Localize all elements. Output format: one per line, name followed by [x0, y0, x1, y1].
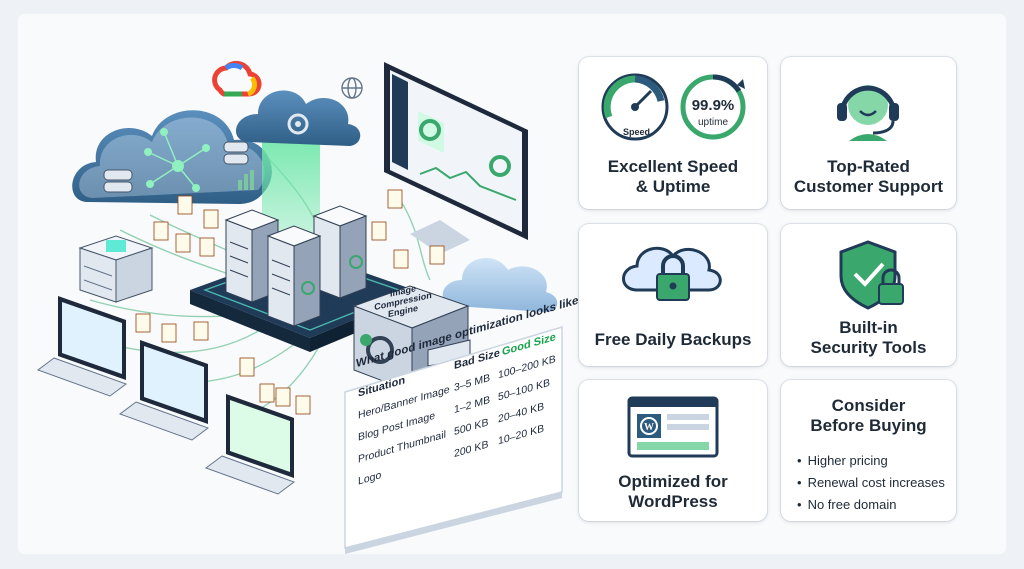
consider-item: No free domain [797, 494, 945, 516]
backups-card-title: Free Daily Backups [579, 330, 767, 350]
isometric-scene [36, 60, 563, 554]
dashboard-monitor [384, 62, 528, 254]
security-title-line2: Security Tools [810, 338, 927, 357]
row4-situation: Logo [358, 469, 382, 488]
file-icons [135, 189, 445, 415]
support-title-line1: Top-Rated [827, 157, 910, 176]
wordpress-browser-icon: W [627, 396, 719, 458]
svg-text:W: W [644, 422, 654, 433]
security-title-line1: Built-in [839, 318, 898, 337]
client-laptops [36, 296, 296, 495]
card-daily-backups: Free Daily Backups [579, 224, 767, 366]
wordpress-card-title: Optimized for WordPress [579, 472, 767, 512]
speed-card-title: Excellent Speed & Uptime [579, 157, 767, 197]
speed-gauge-label: Speed [623, 127, 651, 137]
cloud-lock-icon [622, 246, 722, 301]
card-customer-support: Top-Rated Customer Support [781, 57, 956, 209]
storage-server [78, 235, 154, 303]
security-card-title: Built-in Security Tools [781, 318, 956, 358]
hosting-illustration: Image Compression Engine What good image… [36, 60, 582, 554]
uptime-value: 99.9% [691, 97, 735, 114]
uptime-label: uptime [697, 117, 728, 128]
speed-title-line2: & Uptime [635, 177, 711, 196]
wordpress-title-line2: WordPress [628, 492, 718, 511]
consider-item: Renewal cost increases [797, 472, 945, 494]
consider-title-line1: Consider [831, 396, 906, 415]
row3-good: 20–40 KB [498, 400, 545, 426]
row1-bad: 3–5 MB [454, 371, 491, 395]
row2-good: 50–100 KB [498, 376, 550, 404]
row4-bad: 200 KB [454, 438, 489, 461]
cloud-provider-logo [212, 60, 262, 97]
row2-bad: 1–2 MB [454, 393, 491, 417]
speed-title-line1: Excellent Speed [607, 157, 739, 176]
consider-card-title: Consider Before Buying [781, 396, 956, 436]
row4-good: 10–20 KB [498, 422, 545, 448]
speed-graphics [601, 73, 746, 141]
server-racks [224, 205, 368, 327]
row3-bad: 500 KB [454, 416, 489, 439]
support-title-line2: Customer Support [793, 177, 944, 196]
consider-title-line2: Before Buying [810, 416, 927, 435]
headset-agent-icon [837, 85, 899, 141]
consider-item: Higher pricing [797, 450, 945, 472]
backups-title-line1: Free Daily Backups [594, 330, 752, 349]
uptime-circle-icon [680, 74, 746, 140]
consider-list: Higher pricing Renewal cost increases No… [797, 450, 945, 516]
header-bad-size: Bad Size [454, 347, 500, 373]
card-security-tools: Built-in Security Tools [781, 224, 956, 366]
card-speed-uptime: Speed 99.9% uptime Excellent Speed & Upt… [579, 57, 767, 209]
network-cloud [72, 110, 272, 204]
wordpress-title-line1: Optimized for [618, 472, 728, 491]
support-card-title: Top-Rated Customer Support [781, 157, 956, 197]
card-wordpress: W Optimized for WordPress [579, 380, 767, 521]
card-consider-before-buying: Consider Before Buying Higher pricing Re… [781, 380, 956, 521]
compression-engine-box [352, 285, 471, 393]
shield-check-icon [839, 240, 904, 310]
backup-cloud [442, 257, 558, 312]
header-situation: Situation [358, 374, 406, 400]
speedometer-icon [601, 73, 669, 141]
